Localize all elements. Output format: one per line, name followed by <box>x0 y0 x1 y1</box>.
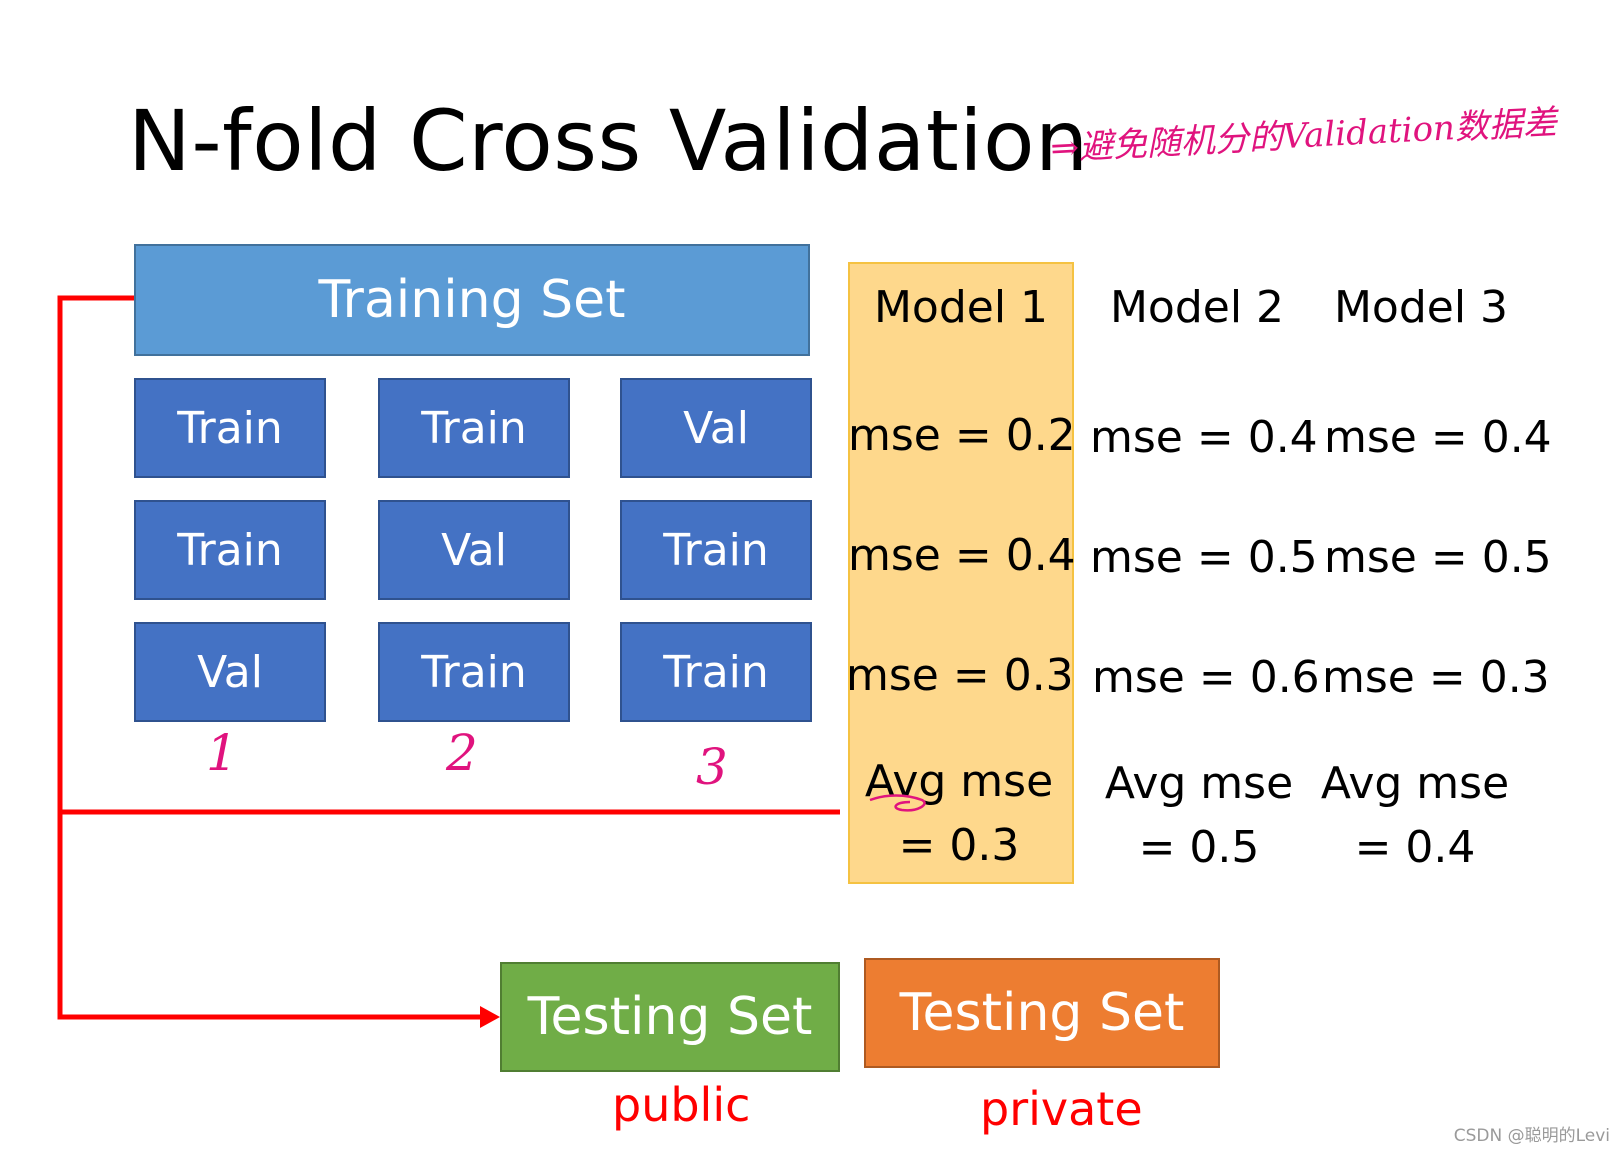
fold-row3-col2: Train <box>378 622 570 722</box>
model1-avg-label: Avg mse <box>864 756 1054 807</box>
model1-avg-value: = 0.3 <box>898 820 1020 871</box>
model3-mse-2: mse = 0.5 <box>1324 532 1552 583</box>
fold-row1-col1: Train <box>134 378 326 478</box>
model1-mse-2: mse = 0.4 <box>848 530 1076 581</box>
model1-mse-1: mse = 0.2 <box>848 410 1076 461</box>
model2-mse-2: mse = 0.5 <box>1090 532 1318 583</box>
model3-name: Model 3 <box>1333 282 1509 333</box>
fold-number-2: 2 <box>446 724 478 782</box>
model3-mse-3: mse = 0.3 <box>1322 652 1550 703</box>
model1-name: Model 1 <box>873 282 1049 333</box>
private-caption: private <box>980 1082 1143 1136</box>
model3-avg-value: = 0.4 <box>1354 822 1476 873</box>
model3-mse-1: mse = 0.4 <box>1324 412 1552 463</box>
testing-set-private: Testing Set <box>864 958 1220 1068</box>
handwritten-underline <box>869 794 926 812</box>
testing-set-public: Testing Set <box>500 962 840 1072</box>
fold-row3-col1: Val <box>134 622 326 722</box>
training-set-box: Training Set <box>134 244 810 356</box>
training-to-testing-connector <box>57 295 492 1020</box>
fold-row3-col3: Train <box>620 622 812 722</box>
fold-row2-col2: Val <box>378 500 570 600</box>
fold-number-1: 1 <box>206 724 238 782</box>
model1-mse-3: mse = 0.3 <box>846 650 1074 701</box>
arrow-head-icon <box>480 1006 500 1028</box>
model1-highlight <box>848 262 1074 884</box>
fold-number-3: 3 <box>696 738 728 796</box>
model2-mse-3: mse = 0.6 <box>1092 652 1320 703</box>
model2-avg-value: = 0.5 <box>1138 822 1260 873</box>
model2-avg-label: Avg mse <box>1104 758 1294 809</box>
fold-row1-col3: Val <box>620 378 812 478</box>
model2-name: Model 2 <box>1109 282 1285 333</box>
model3-avg-label: Avg mse <box>1320 758 1510 809</box>
fold-row2-col3: Train <box>620 500 812 600</box>
public-caption: public <box>612 1078 751 1132</box>
fold-row1-col2: Train <box>378 378 570 478</box>
page-title: N-fold Cross Validation <box>128 92 1089 190</box>
watermark: CSDN @聪明的Levi <box>1453 1126 1610 1146</box>
fold-row2-col1: Train <box>134 500 326 600</box>
model2-mse-1: mse = 0.4 <box>1090 412 1318 463</box>
